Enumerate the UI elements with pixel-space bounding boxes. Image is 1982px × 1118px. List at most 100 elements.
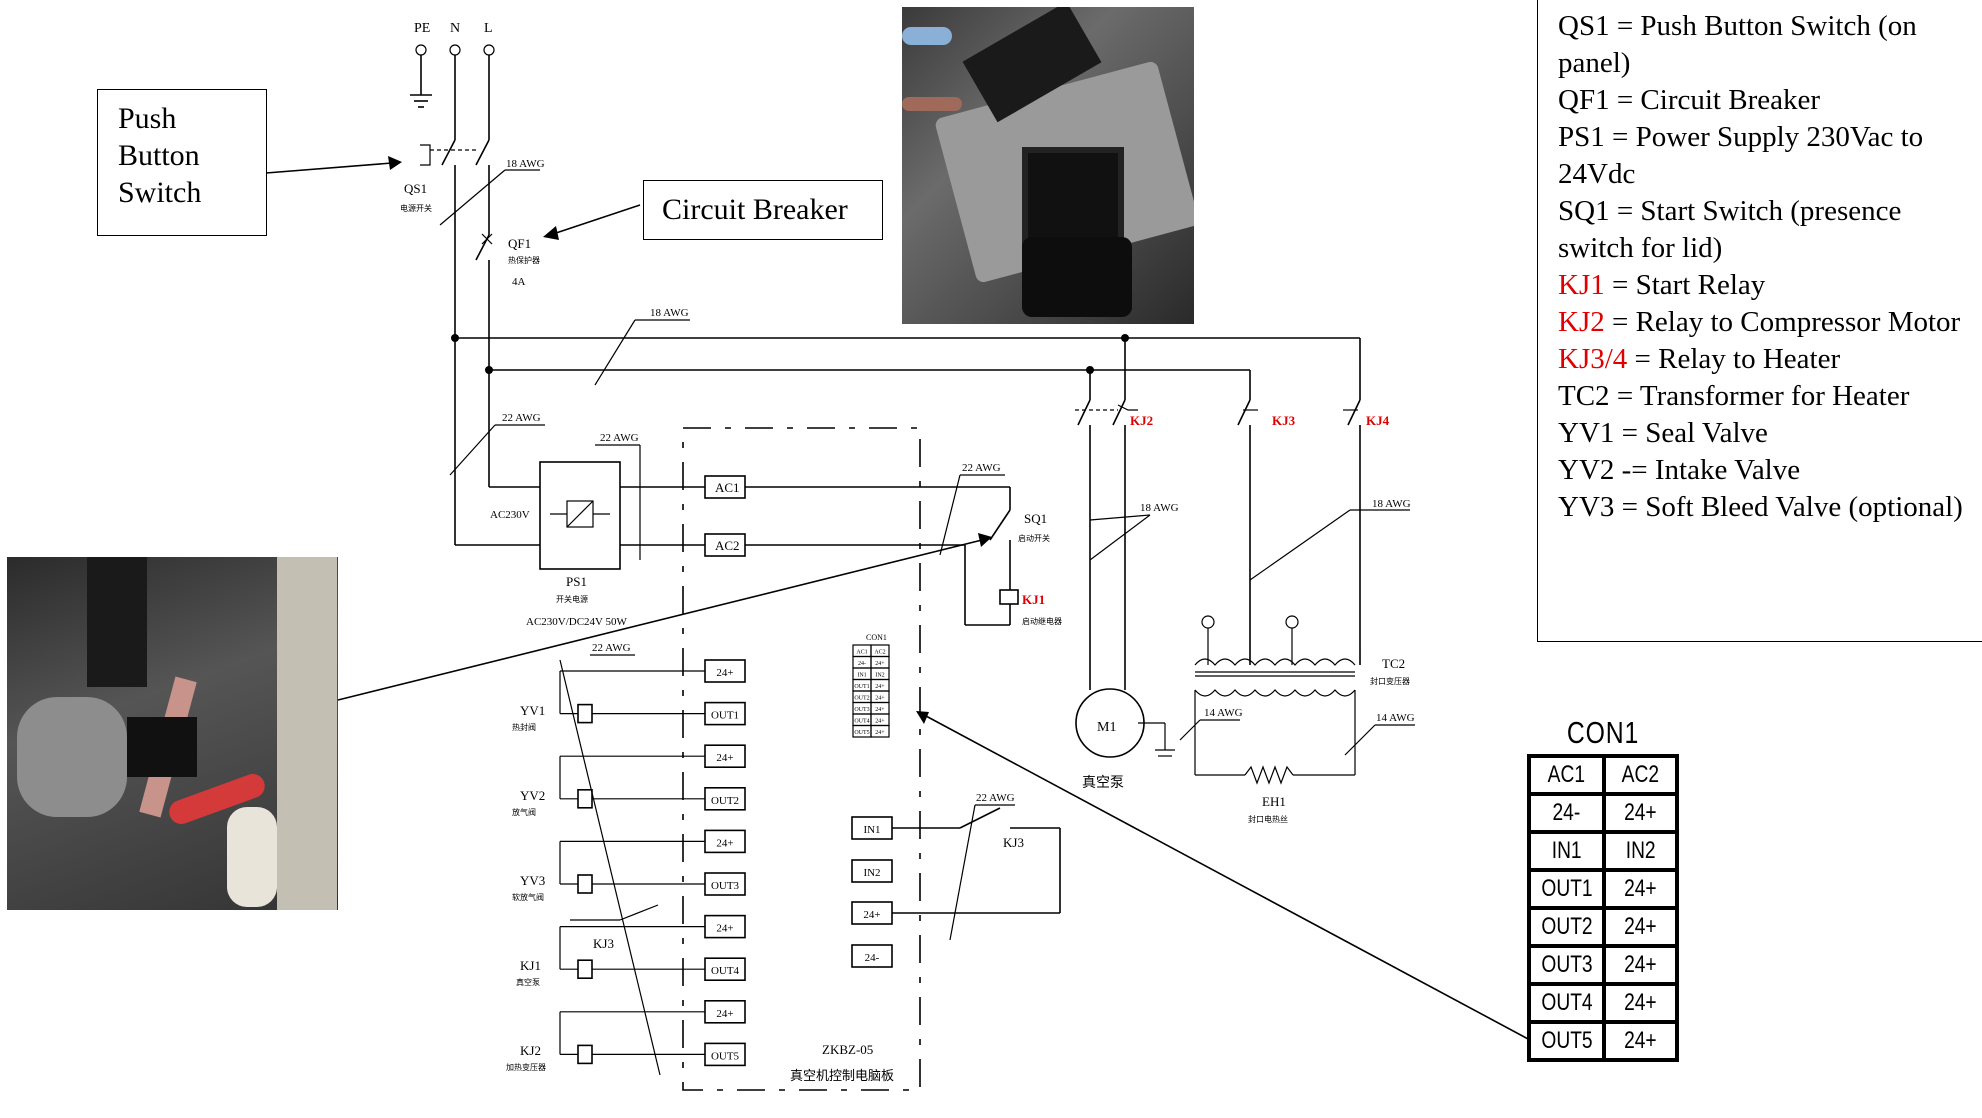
breaker-photo (902, 7, 1194, 324)
con1-small-pin-label: 24+ (875, 696, 885, 702)
con1-pin: 24+ (1602, 944, 1679, 986)
push-button-callout-line1: Push (118, 102, 177, 135)
annotation-arrows (265, 156, 1531, 1041)
awg18-tc2: 18 AWG (1372, 498, 1411, 510)
kj4-label: KJ4 (1366, 413, 1390, 428)
con1-row: 24-24+ (1526, 792, 1679, 834)
kj2-coil-label: KJ2 (520, 1043, 541, 1058)
coil (577, 1044, 593, 1065)
awg18-m1: 18 AWG (1140, 502, 1179, 514)
qs1-cn-label: 电源开关 (400, 203, 432, 213)
qs1-switch: QS1 电源开关 18 AWG (400, 139, 545, 340)
legend-item: TC2 = Transformer for Heater (1558, 378, 1972, 415)
awg14-tc2-a: 14 AWG (1204, 707, 1243, 719)
ac-terminals: AC1 AC2 (704, 475, 1011, 557)
output-terminal-label: OUT2 (711, 795, 739, 807)
con1-pin: AC2 (1602, 754, 1679, 796)
tc2-transformer: TC2 封口变压器 18 AWG EH1 封口电热丝 14 AWG 14 AWG (1179, 498, 1415, 824)
mains-terminals: PE N L (410, 21, 495, 140)
con1-pin: OUT3 (1526, 944, 1607, 986)
con1-small-label: CON1 (866, 633, 887, 642)
ps1-cn-label: 开关电源 (556, 594, 588, 604)
relay-contacts: KJ2 KJ3 KJ4 (1075, 338, 1390, 690)
pe-label: PE (414, 21, 430, 36)
con1-pin: 24- (1526, 792, 1607, 834)
legend-desc: = Relay to Compressor Motor (1604, 306, 1961, 338)
white-tube (227, 807, 277, 907)
kj1-label: KJ1 (1022, 592, 1045, 607)
con1-pin: IN1 (1526, 830, 1607, 872)
con1-small-pin-label: AC1 (856, 650, 867, 656)
con1-small-pin-label: AC2 (874, 650, 885, 656)
legend-desc: = Start Relay (1604, 269, 1766, 301)
push-button-callout-line3: Switch (118, 176, 202, 209)
output-terminal-label: 24+ (716, 837, 733, 849)
legend-key: QF1 (1558, 84, 1610, 116)
legend-item: YV1 = Seal Valve (1558, 415, 1972, 452)
coil (577, 703, 593, 724)
con1-small-pin-label: 24+ (875, 707, 885, 713)
legend-item: YV3 = Soft Bleed Valve (optional) (1558, 489, 1972, 526)
board-cn-label: 真空机控制电脑板 (790, 1068, 894, 1083)
yv3-cn-label: 软放气阀 (512, 892, 544, 902)
push-button-callout-line2: Button (118, 139, 200, 172)
input-terminal-label: IN2 (863, 867, 880, 879)
legend-panel: QS1 = Push Button Switch (on panel)QF1 =… (1537, 0, 1982, 642)
con1-small-pin-label: OUT3 (854, 707, 869, 713)
legend-key: SQ1 (1558, 195, 1610, 227)
tc2-cn-label: 封口变压器 (1370, 676, 1410, 686)
power-socket (1022, 237, 1132, 317)
ac230v-label: AC230V (490, 509, 530, 521)
yv3-label: YV3 (520, 873, 545, 888)
output-terminal-label: OUT4 (711, 965, 740, 977)
con1-pin: OUT1 (1526, 868, 1607, 910)
legend-desc: = Seal Valve (1614, 417, 1768, 449)
tc2-label: TC2 (1382, 656, 1405, 671)
con1-small-pin-label: 24+ (875, 661, 885, 667)
legend-desc: = Relay to Heater (1627, 343, 1841, 375)
con1-pin: 24+ (1602, 868, 1679, 910)
legend-item: KJ3/4 = Relay to Heater (1558, 341, 1972, 378)
con1-small-pin-label: 24+ (875, 684, 885, 690)
legend-item: QF1 = Circuit Breaker (1558, 82, 1972, 119)
qs1-label: QS1 (404, 181, 427, 196)
kj3-in-contact: KJ3 22 AWG (892, 792, 1061, 941)
ac2-terminal: AC2 (715, 538, 740, 553)
sq1-switch: SQ1 启动开关 22 AWG KJ1 启动继电器 (939, 462, 1062, 626)
lid-hinge (87, 557, 147, 687)
con1-small-pin (870, 724, 890, 738)
micro-switch (127, 717, 197, 777)
legend-key: KJ3/4 (1558, 343, 1628, 375)
legend-desc: = Transformer for Heater (1609, 380, 1910, 412)
ps1-label: PS1 (566, 574, 587, 589)
legend-key: YV1 (1558, 417, 1615, 449)
eh1-label: EH1 (1262, 794, 1286, 809)
awg22-in: 22 AWG (976, 792, 1015, 804)
output-terminal-label: 24+ (716, 1008, 733, 1020)
awg22-ps-out: 22 AWG (600, 432, 639, 444)
output-terminal-label: 24+ (716, 752, 733, 764)
m1-motor: M1 真空泵 18 AWG (1075, 502, 1179, 791)
legend-item: QS1 = Push Button Switch (on panel) (1558, 8, 1972, 82)
kj3-label: KJ3 (1272, 413, 1296, 428)
board-label: ZKBZ-05 (822, 1042, 873, 1057)
ps1-power-supply: 22 AWG AC230V PS1 开关电源 AC230V/DC24V 50W … (449, 338, 705, 628)
con1-small-pin-label: IN1 (857, 673, 866, 679)
output-terminal-label: 24+ (716, 667, 733, 679)
con1-pin: 24+ (1602, 792, 1679, 834)
legend-key: TC2 (1558, 380, 1610, 412)
con1-small-pin-label: 24+ (875, 719, 885, 725)
circuit-breaker-callout: Circuit Breaker (643, 180, 883, 240)
con1-small-pin-label: OUT4 (854, 719, 869, 725)
output-terminal-label: 24+ (716, 923, 733, 935)
legend-desc: = Push Button Switch (on panel) (1558, 10, 1917, 79)
con1-small-pin-label: IN2 (875, 673, 884, 679)
sq1-cn-label: 启动开关 (1018, 533, 1050, 543)
qf1-rating: 4A (512, 276, 526, 288)
eh1-cn-label: 封口电热丝 (1248, 814, 1288, 824)
